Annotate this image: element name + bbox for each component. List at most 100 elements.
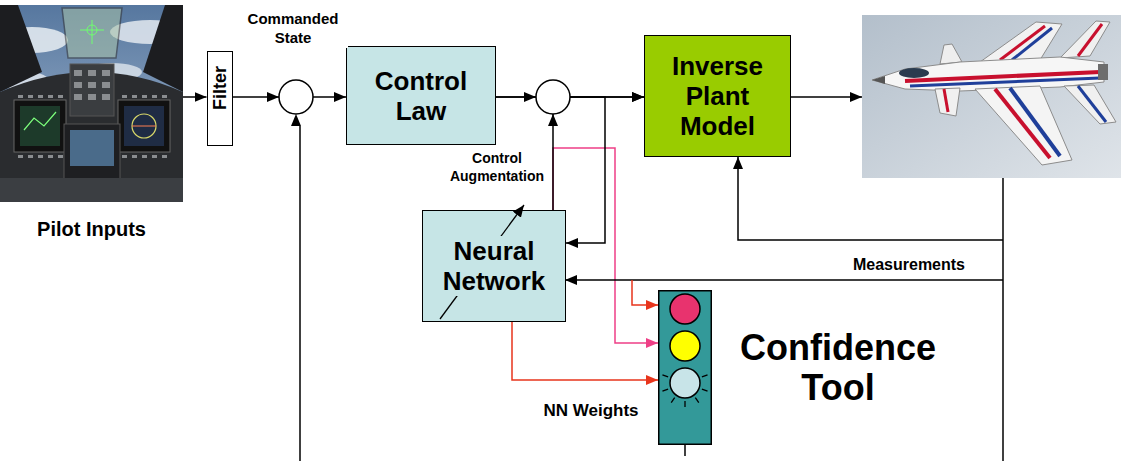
confidence-tool: Confidence Tool <box>658 290 958 445</box>
cockpit-photo <box>28 95 33 98</box>
aircraft-photo <box>1060 21 1110 58</box>
aircraft-photo <box>1078 86 1106 122</box>
node-label: Pilot Inputs <box>37 218 146 240</box>
signal-lamp <box>670 368 700 398</box>
cockpit-photo <box>18 95 23 98</box>
glow-ray <box>702 375 708 377</box>
aircraft-photo <box>995 89 1050 158</box>
layout-wire <box>790 96 862 98</box>
cockpit-photo <box>0 5 42 92</box>
cockpit-photo <box>124 106 164 146</box>
cockpit-photo <box>64 124 120 184</box>
glow-ray <box>662 375 668 377</box>
cockpit-photo <box>0 178 183 202</box>
connector-arrow <box>512 322 658 380</box>
signal-lamp <box>670 294 700 324</box>
process-box: Inverse Plant Model <box>644 35 791 157</box>
cockpit-photo <box>132 95 137 98</box>
glow-ray <box>702 389 708 391</box>
cockpit-photo <box>20 106 60 146</box>
node-text-block: Control Law <box>353 66 489 126</box>
cockpit-photo <box>88 82 96 88</box>
node-text-block: Neural Network <box>429 236 559 296</box>
junction-arrowhead <box>548 114 558 126</box>
cockpit-photo <box>142 95 147 98</box>
junction-arrowhead <box>291 114 301 126</box>
cockpit-photo <box>58 155 63 158</box>
cockpit-photo <box>152 95 157 98</box>
node-label: Neural Network <box>443 236 546 296</box>
traffic-light <box>659 291 712 445</box>
cockpit-photo <box>88 70 96 76</box>
cockpit-photo <box>70 130 114 166</box>
connector-arrow <box>183 96 207 98</box>
glow-ray <box>671 398 674 403</box>
cockpit-photo <box>162 155 167 158</box>
cockpit-photo <box>18 155 23 158</box>
cockpit-photo <box>132 126 156 127</box>
cockpit-photo <box>162 95 167 98</box>
node-text-block: Filter <box>210 88 230 110</box>
aircraft-photo <box>1012 28 1052 60</box>
junction-arrowhead <box>524 92 536 102</box>
traffic-light <box>658 290 712 460</box>
node-label: Filter <box>210 65 230 109</box>
cockpit-photo <box>14 100 66 152</box>
cockpit-photo <box>24 112 56 130</box>
node-text-block: Pilot Inputs <box>37 217 146 241</box>
cockpit-photo <box>102 94 110 100</box>
node-label: Inverse Plant Model <box>672 51 763 141</box>
aircraft-photo <box>910 78 1100 86</box>
cockpit-photo <box>74 82 82 88</box>
layout-wire <box>565 279 1003 281</box>
neural-network-box: Neural Network <box>422 210 566 322</box>
node-text-block: Inverse Plant Model <box>651 51 784 141</box>
layout-wire <box>632 280 658 305</box>
aircraft-photo <box>975 86 1072 165</box>
cockpit-photo <box>0 5 183 202</box>
cockpit-photo <box>58 95 63 98</box>
cockpit-photo <box>152 155 157 158</box>
cockpit-photo <box>70 64 114 116</box>
cockpit-photo <box>92 20 93 44</box>
node-label: Confidence Tool <box>740 327 936 408</box>
cockpit-photo <box>118 100 170 152</box>
cockpit-photo <box>88 94 96 100</box>
process-box: Control Law <box>346 46 496 145</box>
cockpit-photo <box>132 155 137 158</box>
layout-wire <box>738 157 1003 240</box>
aircraft-photo <box>935 88 960 116</box>
signal-label: NN Weights <box>536 400 646 421</box>
cockpit-photo <box>62 8 122 58</box>
aircraft-photo <box>899 68 929 78</box>
aircraft-photo <box>1064 85 1116 124</box>
cockpit-photo <box>74 70 110 100</box>
cockpit-photo <box>48 95 53 98</box>
aircraft-photo <box>862 15 1121 178</box>
signal-label: Measurements <box>834 255 984 275</box>
summing-junction <box>279 80 313 114</box>
cockpit-photo <box>87 25 97 35</box>
cockpit-photo <box>38 95 43 98</box>
glow-ray <box>695 398 698 403</box>
cockpit-photo <box>142 155 147 158</box>
glow-ray <box>684 401 685 407</box>
aircraft-photo <box>872 76 885 84</box>
cockpit-photo <box>38 155 43 158</box>
node-text-block: Confidence Tool <box>718 328 958 408</box>
junction-arrowhead <box>267 92 279 102</box>
aircraft-photo <box>862 15 1121 178</box>
cockpit-photo <box>74 94 82 100</box>
photo-caption-node: Pilot Inputs <box>0 5 183 245</box>
layout-wire <box>1002 178 1004 461</box>
cockpit-photo <box>143 5 183 92</box>
cockpit-photo <box>132 114 156 138</box>
aircraft-photo <box>1098 64 1108 80</box>
signal-label: Control Augmentation <box>447 150 547 185</box>
cockpit-photo <box>122 155 127 158</box>
aircraft-photo <box>1010 88 1060 156</box>
aircraft-photo <box>940 44 962 64</box>
signal-label: Commanded State <box>238 10 348 48</box>
signal-lamp <box>670 331 700 361</box>
